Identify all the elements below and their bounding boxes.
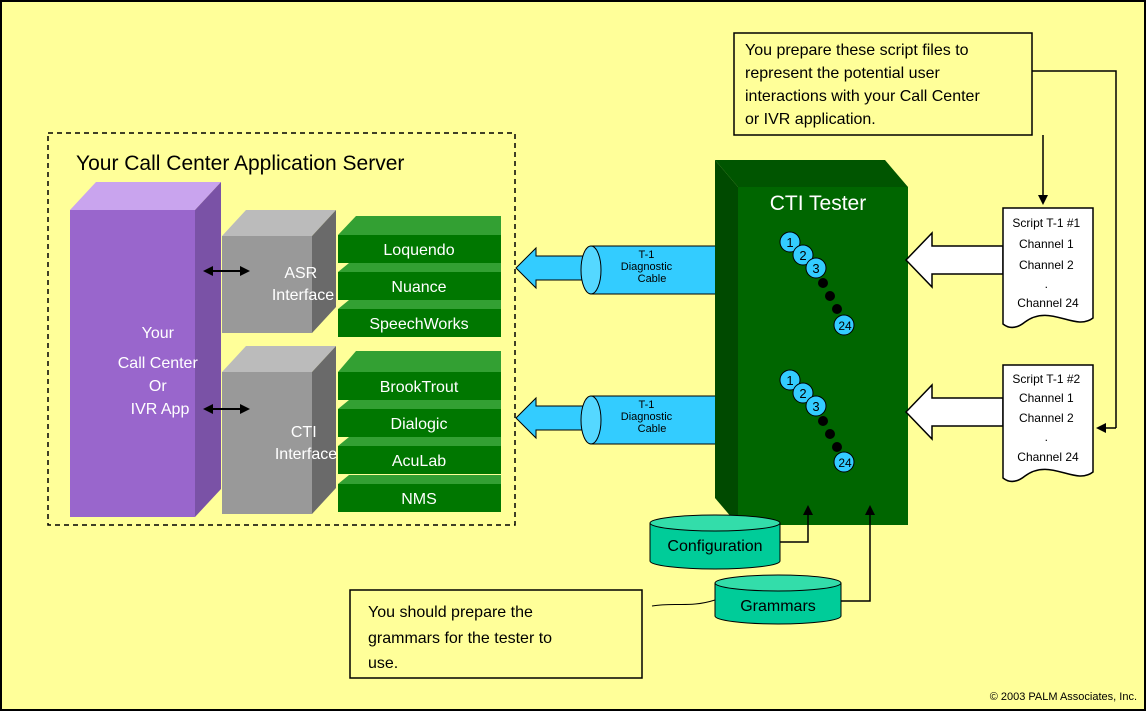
configuration-store: Configuration [649, 514, 781, 570]
script-file-text: Script T-1 #2 Channel 1 Channel 2 . Chan… [1012, 372, 1083, 464]
channel-group-1: 1 2 3 24 [779, 231, 855, 336]
channel-number: 3 [812, 261, 819, 276]
configuration-label: Configuration [667, 538, 762, 555]
asr-engine-speechworks: SpeechWorks [338, 300, 501, 337]
channel-circle [779, 369, 801, 391]
cti-board-aculab: AcuLab [338, 437, 501, 474]
channel-circle [792, 382, 814, 404]
grammars-to-tester-arrow [841, 505, 875, 602]
cti-board-brooktrout: BrookTrout [338, 351, 501, 400]
channel-group-2: 1 2 3 24 [779, 369, 855, 473]
script-files-note: You prepare these script files to repres… [733, 32, 1033, 136]
asr-engine-label: Loquendo [383, 242, 454, 259]
ellipsis-dot [818, 416, 828, 426]
ellipsis-dot [832, 442, 842, 452]
channel-number: 1 [786, 235, 793, 250]
grammars-store: Grammars [714, 574, 842, 625]
ellipsis-dot [818, 278, 828, 288]
grammars-note-text: You should prepare the grammars for the … [368, 604, 557, 672]
script-file-2: Script T-1 #2 Channel 1 Channel 2 . Chan… [1002, 364, 1094, 483]
grammars-note-connector [651, 599, 716, 607]
channel-circle [792, 244, 814, 266]
channel-number: 24 [838, 319, 852, 333]
cable-label: T-1 Diagnostic Cable [621, 249, 675, 285]
copyright-notice: © 2003 PALM Associates, Inc. [990, 691, 1137, 703]
call-center-app-box: Your Call Center Or IVR App [70, 182, 221, 517]
note-to-script2-connector [1032, 70, 1117, 428]
channel-number: 2 [799, 386, 806, 401]
channel-circle [833, 451, 855, 473]
cti-board-dialogic: Dialogic [338, 400, 501, 437]
cti-board-label: AcuLab [392, 453, 446, 470]
asr-interface-box: ASR Interface [222, 210, 336, 333]
channel-circle [779, 231, 801, 253]
asr-engine-label: Nuance [391, 279, 446, 296]
asr-engine-nuance: Nuance [338, 263, 501, 300]
configuration-to-tester-arrow [780, 505, 813, 543]
channel-number: 3 [812, 399, 819, 414]
cti-board-nms: NMS [338, 475, 501, 512]
grammars-note: You should prepare the grammars for the … [349, 589, 643, 679]
ellipsis-dot [832, 304, 842, 314]
ellipsis-dot [825, 291, 835, 301]
cti-tester-title: CTI Tester [770, 192, 866, 215]
channel-number: 24 [838, 456, 852, 470]
cti-interface-label: CTI Interface [275, 424, 337, 463]
cti-interface-box: CTI Interface [222, 346, 337, 514]
channel-circle [805, 395, 827, 417]
cti-board-label: NMS [401, 491, 437, 508]
cti-board-label: BrookTrout [380, 379, 459, 396]
app-label: Your Call Center Or IVR App [118, 325, 202, 418]
script-file-text: Script T-1 #1 Channel 1 Channel 2 . Chan… [1012, 216, 1083, 310]
cti-board-label: Dialogic [391, 416, 448, 433]
cti-tester-box: CTI Tester [715, 160, 908, 525]
channel-number: 1 [786, 373, 793, 388]
script-files-note-text: You prepare these script files to repres… [745, 42, 984, 128]
cable-label: T-1 Diagnostic Cable [621, 399, 675, 435]
channel-number: 2 [799, 248, 806, 263]
asr-engine-label: SpeechWorks [369, 316, 468, 333]
app-server-title: Your Call Center Application Server [76, 152, 404, 175]
grammars-label: Grammars [740, 598, 816, 615]
asr-engine-loquendo: Loquendo [338, 216, 501, 263]
ellipsis-dot [825, 429, 835, 439]
app-server-frame [47, 132, 516, 526]
script-file-1: Script T-1 #1 Channel 1 Channel 2 . Chan… [1002, 207, 1094, 329]
channel-circle [833, 314, 855, 336]
channel-circle [805, 257, 827, 279]
asr-interface-label: ASR Interface [272, 265, 334, 304]
